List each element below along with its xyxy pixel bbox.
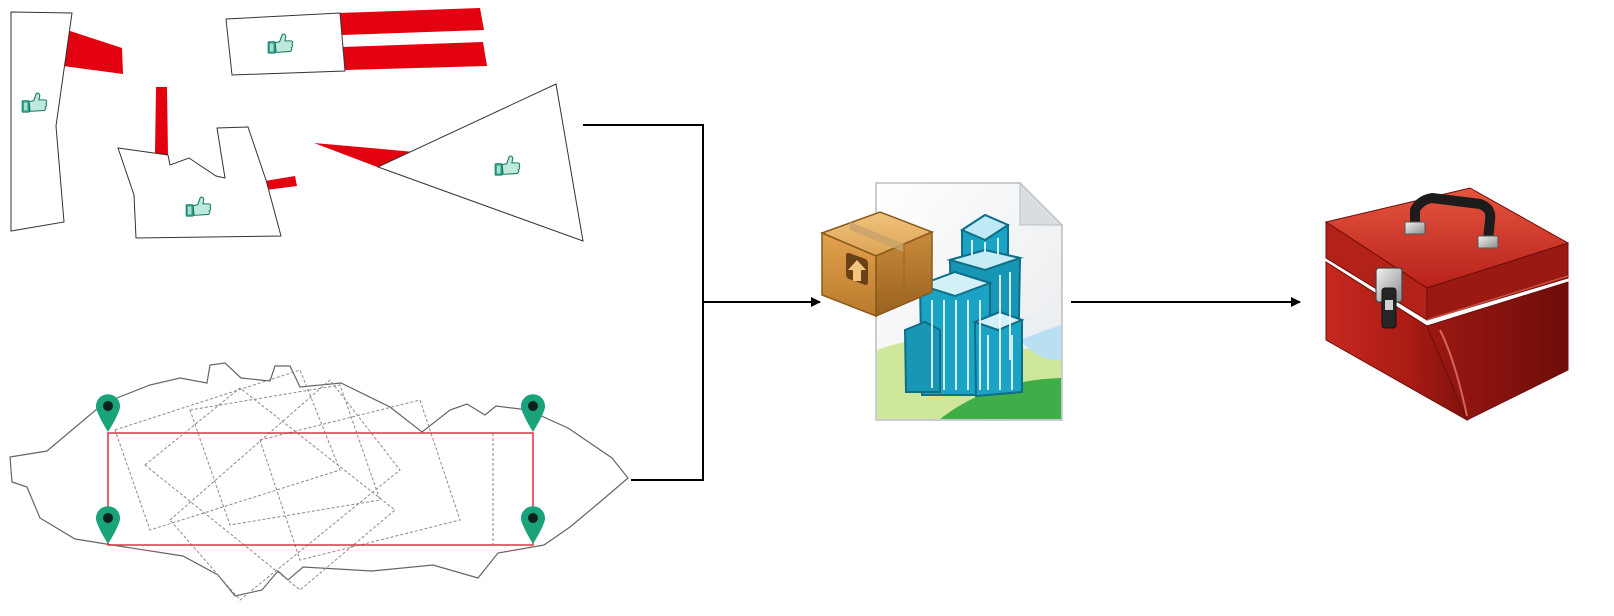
package-box-icon [819,211,934,318]
scan-tiles [107,369,494,601]
toolbox-icon [1324,187,1570,422]
red-strip [338,8,484,35]
parcel-shape-3 [117,87,297,239]
parcel-shape-2 [225,8,487,76]
shape-group-region [9,362,629,601]
connectors [583,124,1301,481]
tile [189,384,381,526]
merge-bracket [583,124,704,481]
parcel-outline [10,11,73,232]
shape-group-parcels [10,8,584,242]
red-strip [155,87,168,155]
tile [169,379,401,601]
parcel-outline [117,126,282,239]
tile [114,369,341,531]
latch [1375,267,1403,329]
upload-arrow-icon [848,260,866,281]
parcel-outline [376,83,584,242]
red-strip [342,42,487,70]
red-strip [63,30,123,74]
parcel-shape-4 [314,83,584,242]
red-strip [265,176,297,190]
bounding-box [107,432,534,546]
tile [259,399,461,561]
parcel-shape-1 [10,11,123,232]
tile [144,387,396,591]
